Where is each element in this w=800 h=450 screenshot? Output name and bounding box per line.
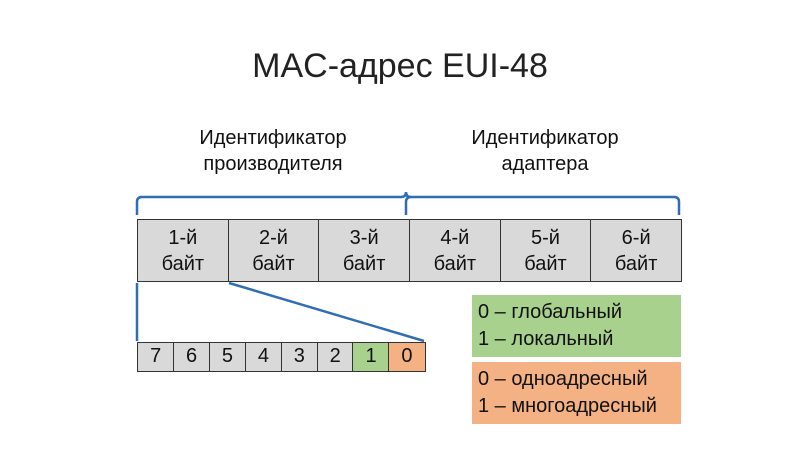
legend-local-line: 1 – локальный (478, 328, 614, 350)
byte-number: 4-й (440, 226, 470, 249)
vendor-bracket (135, 191, 412, 215)
byte-word: байт (614, 252, 658, 275)
byte-word: байт (342, 252, 386, 275)
vendor-id-label: Идентификатор производителя (139, 125, 407, 177)
byte-word: байт (252, 252, 295, 275)
bit-5: 5 (208, 342, 247, 372)
byte-2: 2-й байт (227, 219, 320, 282)
legend-unicast-line: 0 – одноадресный (478, 368, 648, 390)
byte-1: 1-й байт (137, 219, 229, 282)
bit-6: 6 (172, 342, 211, 372)
bit-2: 2 (316, 342, 354, 372)
expansion-line-right (228, 281, 425, 343)
adapter-bracket (404, 195, 681, 215)
byte-number: 5-й (531, 226, 560, 249)
bit-4: 4 (244, 342, 283, 372)
diagram-title: MAC-адрес EUI-48 (252, 47, 548, 85)
bit-1: 1 (352, 342, 390, 372)
adapter-id-label: Идентификатор адаптера (410, 125, 680, 177)
adapter-id-label-line2: адаптера (501, 153, 589, 175)
byte-4: 4-й байт (409, 219, 501, 282)
vendor-id-label-line2: производителя (203, 153, 343, 175)
legend-multicast-line: 1 – многоадресный (478, 395, 657, 417)
bit-3: 3 (280, 342, 318, 372)
legend-global-line: 0 – глобальный (478, 301, 623, 323)
vendor-id-label-line1: Идентификатор (199, 127, 347, 149)
byte-3: 3-й байт (318, 219, 410, 282)
bit-0: 0 (388, 342, 426, 372)
byte-number: 6-й (621, 226, 651, 249)
adapter-id-label-line1: Идентификатор (471, 127, 619, 149)
bit-7: 7 (137, 342, 175, 372)
byte-word: байт (161, 252, 205, 275)
byte-word: байт (524, 252, 567, 275)
byte-number: 2-й (259, 226, 288, 249)
byte-6: 6-й байт (590, 219, 682, 282)
byte-5: 5-й байт (499, 219, 592, 282)
byte-number: 1-й (168, 226, 198, 249)
legend-unicast-multicast: 0 – одноадресный 1 – многоадресный (472, 362, 681, 424)
legend-global-local: 0 – глобальный 1 – локальный (472, 295, 681, 357)
byte-number: 3-й (349, 226, 379, 249)
byte-word: байт (433, 252, 477, 275)
